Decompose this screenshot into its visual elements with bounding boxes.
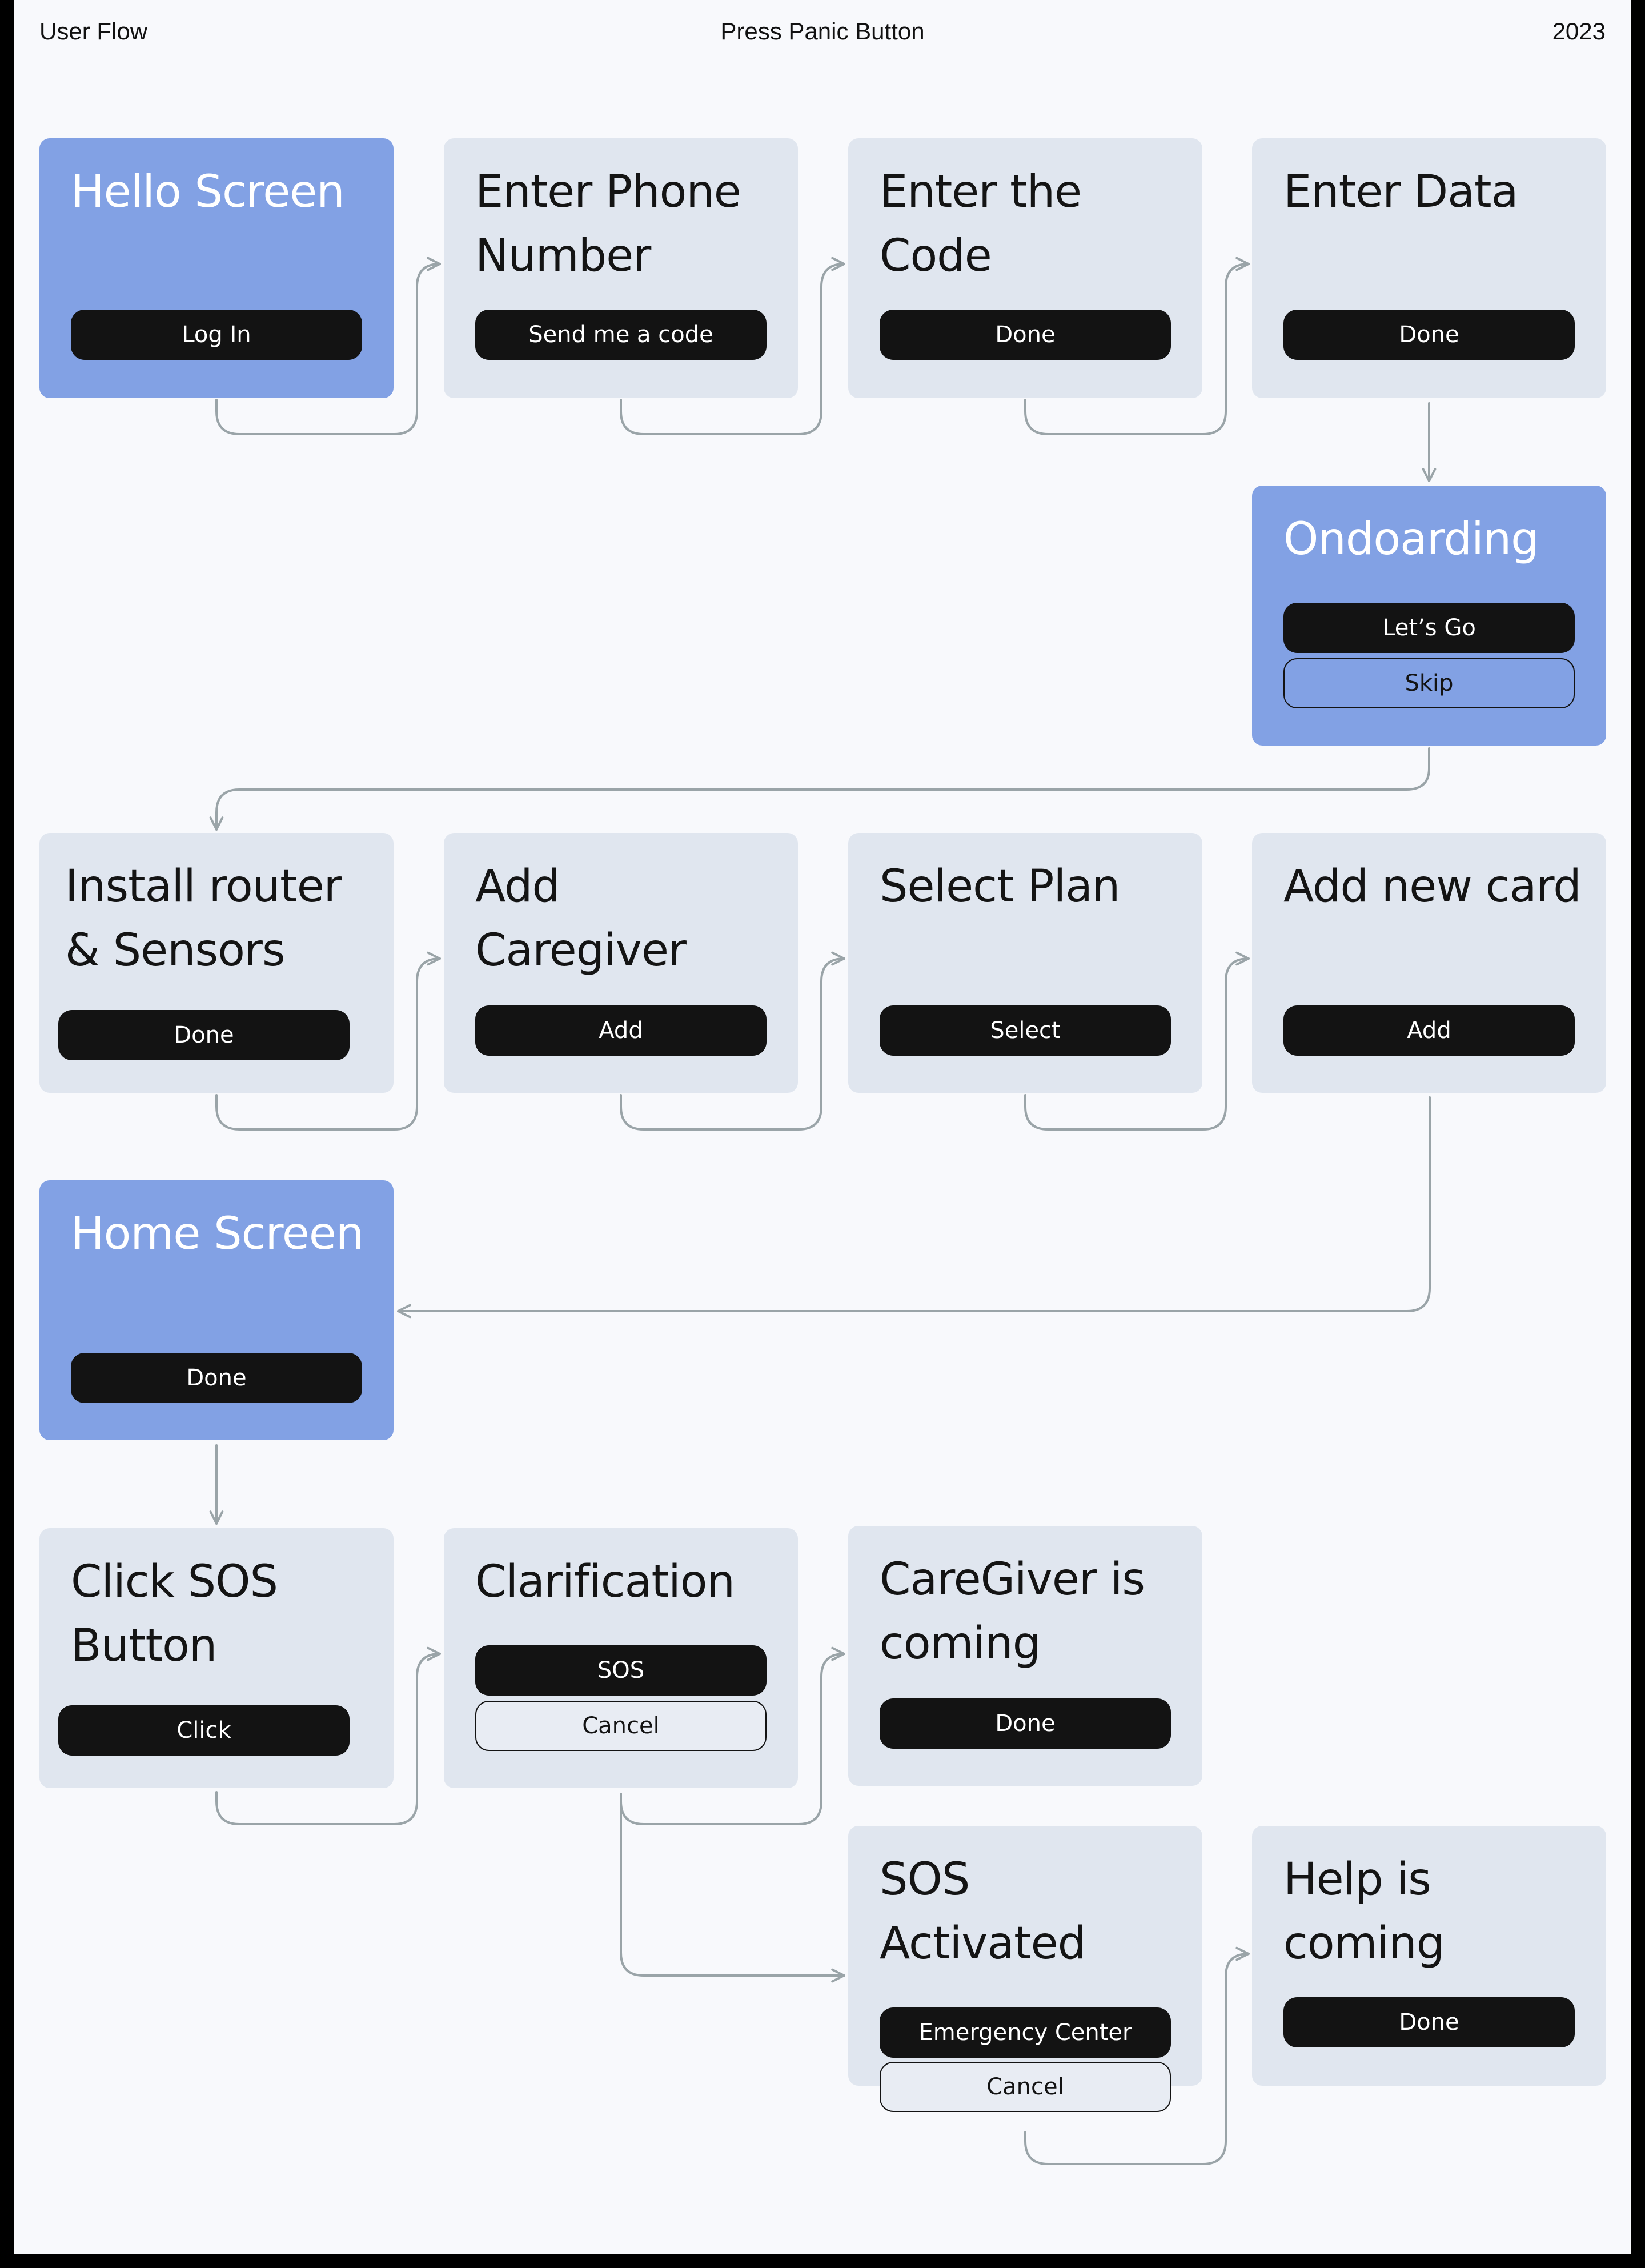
node-title: Enter the Code (880, 166, 1082, 282)
emergency-center-button[interactable]: Emergency Center (880, 2007, 1171, 2058)
node-install-router-sensors: Install router & Sensors Done (39, 833, 394, 1093)
node-select-plan: Select Plan Select (848, 833, 1202, 1093)
node-home-screen: Home Screen Done (39, 1180, 394, 1440)
lets-go-button[interactable]: Let’s Go (1283, 603, 1575, 653)
header-year: 2023 (1552, 18, 1606, 45)
node-title: CareGiver is coming (880, 1554, 1145, 1669)
node-add-new-card: Add new card Add (1252, 833, 1606, 1093)
caregiver-coming-done-button[interactable]: Done (880, 1698, 1171, 1749)
add-card-button[interactable]: Add (1283, 1005, 1575, 1056)
node-add-caregiver: Add Caregiver Add (444, 833, 798, 1093)
help-coming-done-button[interactable]: Done (1283, 1997, 1575, 2047)
node-enter-data: Enter Data Done (1252, 138, 1606, 398)
node-title: Hello Screen (71, 166, 345, 218)
sos-button[interactable]: SOS (475, 1645, 767, 1696)
connector-router-to-caregiver (215, 951, 441, 1131)
node-title: SOS Activated (880, 1854, 1086, 1969)
connector-caregiver-to-plan (620, 951, 845, 1131)
node-title: Click SOS Button (71, 1556, 278, 1672)
node-click-sos-button: Click SOS Button Click (39, 1528, 394, 1788)
click-button[interactable]: Click (58, 1705, 350, 1756)
node-caregiver-is-coming: CareGiver is coming Done (848, 1526, 1202, 1786)
connector-phone-to-code (620, 257, 845, 435)
router-done-button[interactable]: Done (58, 1010, 350, 1060)
home-done-button[interactable]: Done (71, 1353, 362, 1403)
sos-activated-cancel-button[interactable]: Cancel (880, 2062, 1171, 2112)
connector-code-to-data (1024, 257, 1250, 435)
node-title: Add new card (1283, 861, 1582, 912)
node-hello-screen: Hello Screen Log In (39, 138, 394, 398)
node-title: Enter Phone Number (475, 166, 741, 282)
code-done-button[interactable]: Done (880, 310, 1171, 360)
node-title: Add Caregiver (475, 861, 687, 976)
node-title: Help is coming (1283, 1854, 1445, 1969)
header-user-flow: User Flow (39, 18, 148, 45)
node-title: Install router & Sensors (65, 861, 342, 976)
node-title: Enter Data (1283, 166, 1518, 218)
skip-button[interactable]: Skip (1283, 658, 1575, 708)
user-flow-canvas: User Flow Press Panic Button 2023 (14, 0, 1631, 2254)
node-onboarding: Ondoarding Let’s Go Skip (1252, 486, 1606, 746)
node-clarification: Clarification SOS Cancel (444, 1528, 798, 1788)
connector-plan-to-card (1024, 951, 1250, 1131)
connector-sos-to-clarification (215, 1646, 441, 1825)
connector-clarification-to-sos-activated (620, 1793, 845, 1983)
connector-hello-to-phone (215, 257, 441, 435)
node-title: Ondoarding (1283, 514, 1539, 565)
node-sos-activated: SOS Activated Emergency Center Cancel (848, 1826, 1202, 2112)
connector-clarification-to-caregiver-coming (620, 1646, 845, 1825)
flow-connectors (209, 257, 1437, 2165)
node-title: Select Plan (880, 861, 1120, 912)
connector-card-to-home (397, 1096, 1431, 1319)
header-flow-title: Press Panic Button (720, 18, 925, 45)
select-plan-button[interactable]: Select (880, 1005, 1171, 1056)
clarification-cancel-button[interactable]: Cancel (475, 1701, 767, 1751)
node-enter-phone-number: Enter Phone Number Send me a code (444, 138, 798, 398)
node-title: Home Screen (71, 1208, 364, 1260)
log-in-button[interactable]: Log In (71, 310, 362, 360)
send-code-button[interactable]: Send me a code (475, 310, 767, 360)
node-title: Clarification (475, 1556, 735, 1608)
node-enter-the-code: Enter the Code Done (848, 138, 1202, 398)
add-caregiver-button[interactable]: Add (475, 1005, 767, 1056)
node-help-is-coming: Help is coming Done (1252, 1826, 1606, 2086)
connector-sos-activated-to-help (1024, 1946, 1250, 2165)
connector-onboarding-to-router (209, 747, 1430, 831)
data-done-button[interactable]: Done (1283, 310, 1575, 360)
